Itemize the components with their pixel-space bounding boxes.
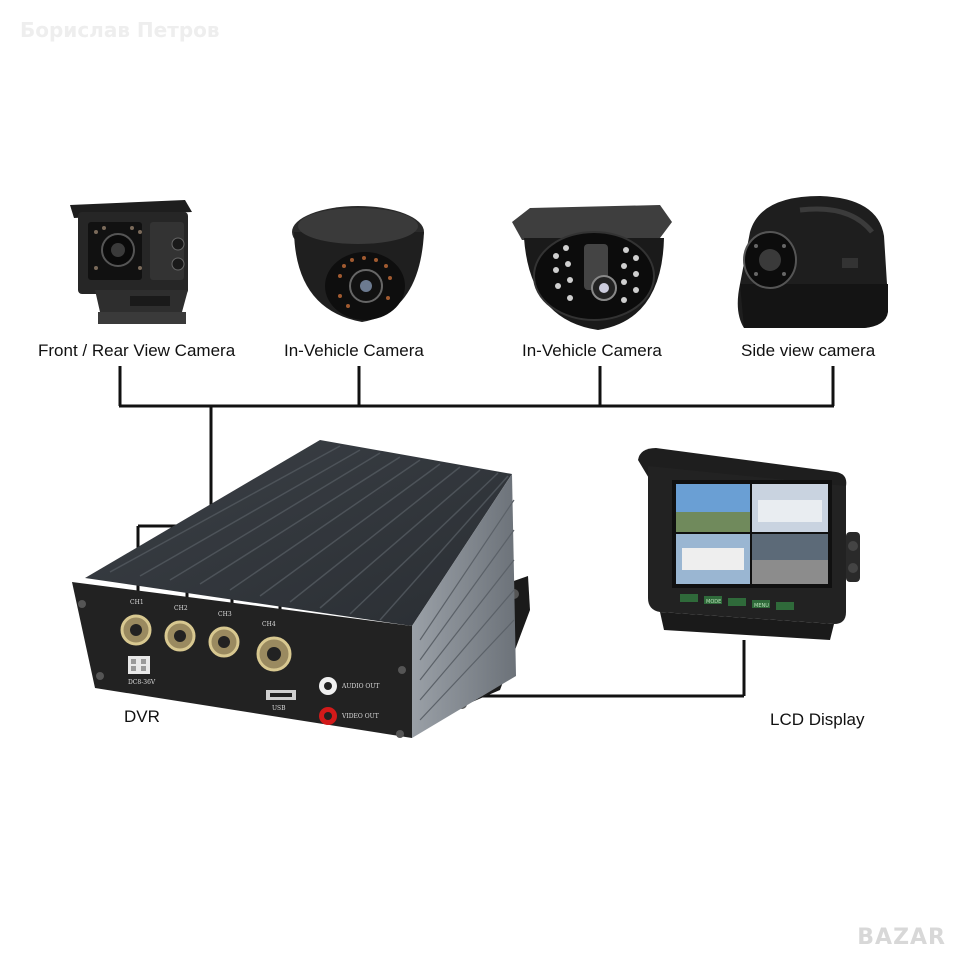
watermark-text: Борислав Петров [20,18,220,42]
dvr-audio-out-label: AUDIO OUT [341,683,379,690]
monitor-button-menu: MENU [754,603,769,609]
camera-label-in-vehicle-2: In-Vehicle Camera [522,341,662,360]
dvr-power-label: DC8-36V [128,679,156,686]
camera-label-side-view: Side view camera [741,341,876,360]
dvr-usb-label: USB [272,705,286,712]
dvr-port-label-ch2: CH2 [174,605,188,612]
lcd-display-label: LCD Display [770,710,865,729]
bazar-logo: BAZAR [857,925,946,950]
dvr-port-label-ch3: CH3 [218,611,232,618]
camera-label-in-vehicle-1: In-Vehicle Camera [284,341,424,360]
dvr-port-label-ch1: CH1 [130,599,144,606]
monitor-button-mode: MODE [706,599,721,605]
dvr-video-out-label: VIDEO OUT [341,713,379,720]
camera-label-front-rear: Front / Rear View Camera [38,341,236,360]
dvr-label: DVR [124,707,160,726]
dvr-port-label-ch4: CH4 [262,621,276,628]
